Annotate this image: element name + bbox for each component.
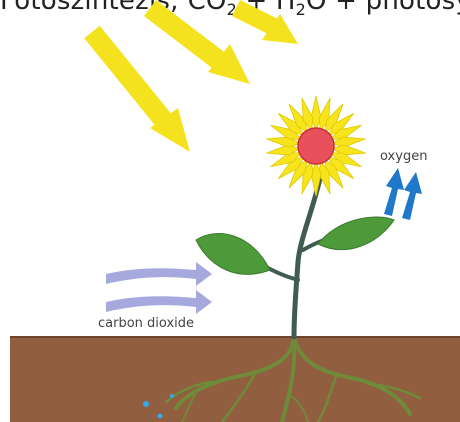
leaves (196, 217, 394, 274)
carbon-dioxide-label: carbon dioxide (98, 316, 194, 331)
sun-ray-3 (236, 8, 298, 44)
sunflower (266, 96, 366, 196)
oxygen-label: oxygen (380, 149, 427, 164)
right-leaf (318, 217, 394, 250)
sun-ray-2 (150, 8, 250, 84)
sun-rays (92, 8, 298, 152)
sun-ray-1 (92, 32, 190, 152)
carbon-dioxide-arrows (106, 262, 212, 314)
flower-center (298, 128, 334, 164)
left-leaf (196, 233, 270, 274)
oxygen-arrows (384, 168, 422, 220)
stem (258, 170, 350, 337)
